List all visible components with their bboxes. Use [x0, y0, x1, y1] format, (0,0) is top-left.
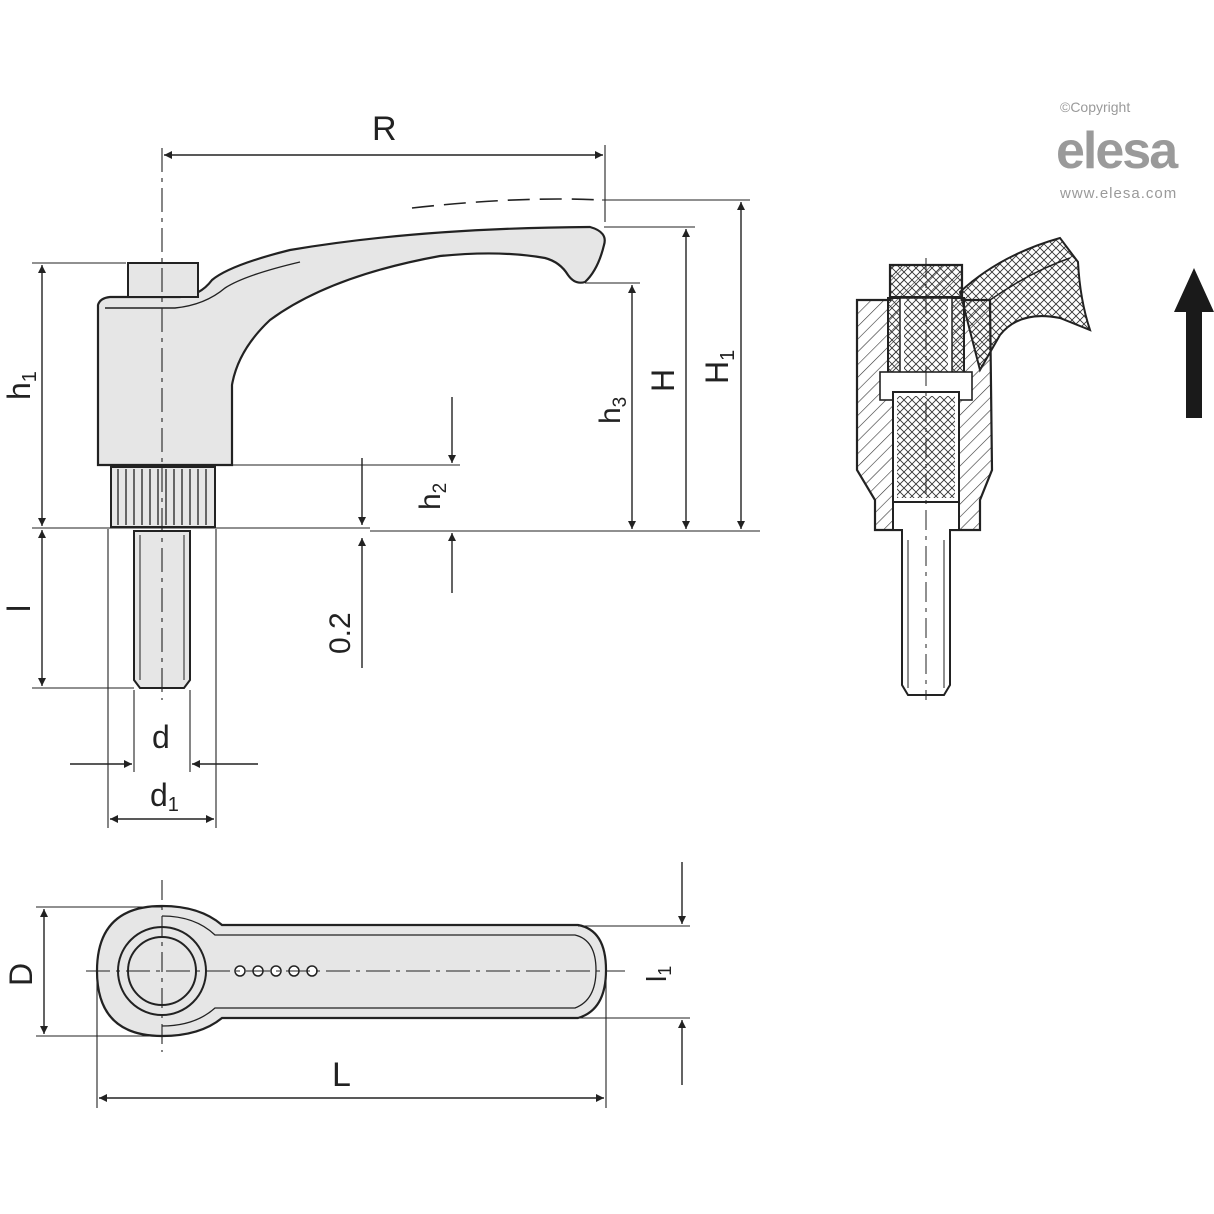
- label-D: D: [3, 963, 39, 986]
- push-button: [127, 262, 199, 298]
- label-h1: h1: [1, 371, 41, 400]
- label-d1: d1: [150, 777, 179, 816]
- dimension-l: [32, 530, 134, 689]
- brand-url: www.elesa.com: [1059, 185, 1177, 202]
- dimension-R: [164, 145, 606, 222]
- label-H: H: [645, 369, 681, 392]
- label-d: d: [152, 719, 170, 755]
- dimension-h2: [232, 397, 760, 668]
- brand-name: elesa: [1056, 122, 1179, 180]
- label-R: R: [372, 110, 397, 148]
- label-h2: h2: [414, 483, 451, 510]
- dimension-h3-H-H1: [585, 199, 750, 529]
- dimension-h1: [32, 262, 370, 529]
- label-gap: 0.2: [324, 612, 357, 654]
- label-h3: h3: [594, 397, 631, 424]
- label-L: L: [332, 1056, 351, 1094]
- brand-logo: ©Copyright elesa www.elesa.com: [1056, 99, 1181, 202]
- side-view: [96, 148, 606, 700]
- dimension-d-d1: [70, 529, 258, 828]
- dimension-D: [36, 906, 162, 1037]
- section-view: [855, 236, 1092, 700]
- top-view: [86, 880, 625, 1052]
- lever-body: [96, 225, 606, 467]
- label-l1: l1: [641, 966, 675, 982]
- label-l: l: [1, 605, 37, 612]
- label-H1: H1: [699, 350, 739, 384]
- direction-arrow-icon: [1174, 268, 1214, 418]
- copyright-text: ©Copyright: [1060, 99, 1130, 115]
- lever-top-outline: [95, 904, 608, 1038]
- dimension-L: [96, 975, 607, 1108]
- dimension-l1: [578, 862, 690, 1085]
